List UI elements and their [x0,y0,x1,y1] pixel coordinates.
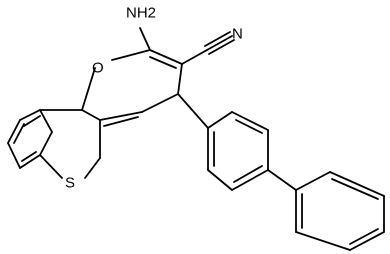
bond [349,231,385,251]
bond [19,109,41,121]
bond [84,157,101,179]
bond [295,171,331,191]
bond [103,116,139,127]
bond [207,111,233,129]
bond [39,109,53,133]
bond [141,93,179,113]
bond [111,49,151,61]
bond [149,56,177,69]
atom-label-nh2: NH2 [126,5,156,22]
bond [295,231,351,251]
atom-label-sulfur: S [65,175,75,192]
bond [208,39,235,55]
bond [231,111,269,131]
atom-label-nitrogen: N [232,26,243,43]
bond [177,93,209,129]
bond [267,169,297,191]
bond [81,67,96,111]
bond [7,119,21,144]
bond [233,165,263,183]
bond [39,131,53,156]
bond [39,154,63,179]
bond [349,228,379,245]
bond [139,27,151,51]
bonds [7,27,385,251]
bond [7,142,21,169]
bond [21,151,37,162]
bond [149,49,183,65]
bond [207,169,233,191]
atom-label-oxygen: O [92,60,104,77]
bond [23,115,41,127]
bond [235,119,263,134]
bond [204,31,231,47]
bond [99,111,143,121]
bond [13,123,25,144]
bond [331,178,379,200]
bond [177,63,183,95]
atom-labels: NH2 O N S [65,5,243,192]
bond [231,169,269,191]
bond [181,49,208,65]
bond [206,35,233,51]
bond [329,171,385,197]
bond [81,109,101,121]
bond [19,154,41,169]
